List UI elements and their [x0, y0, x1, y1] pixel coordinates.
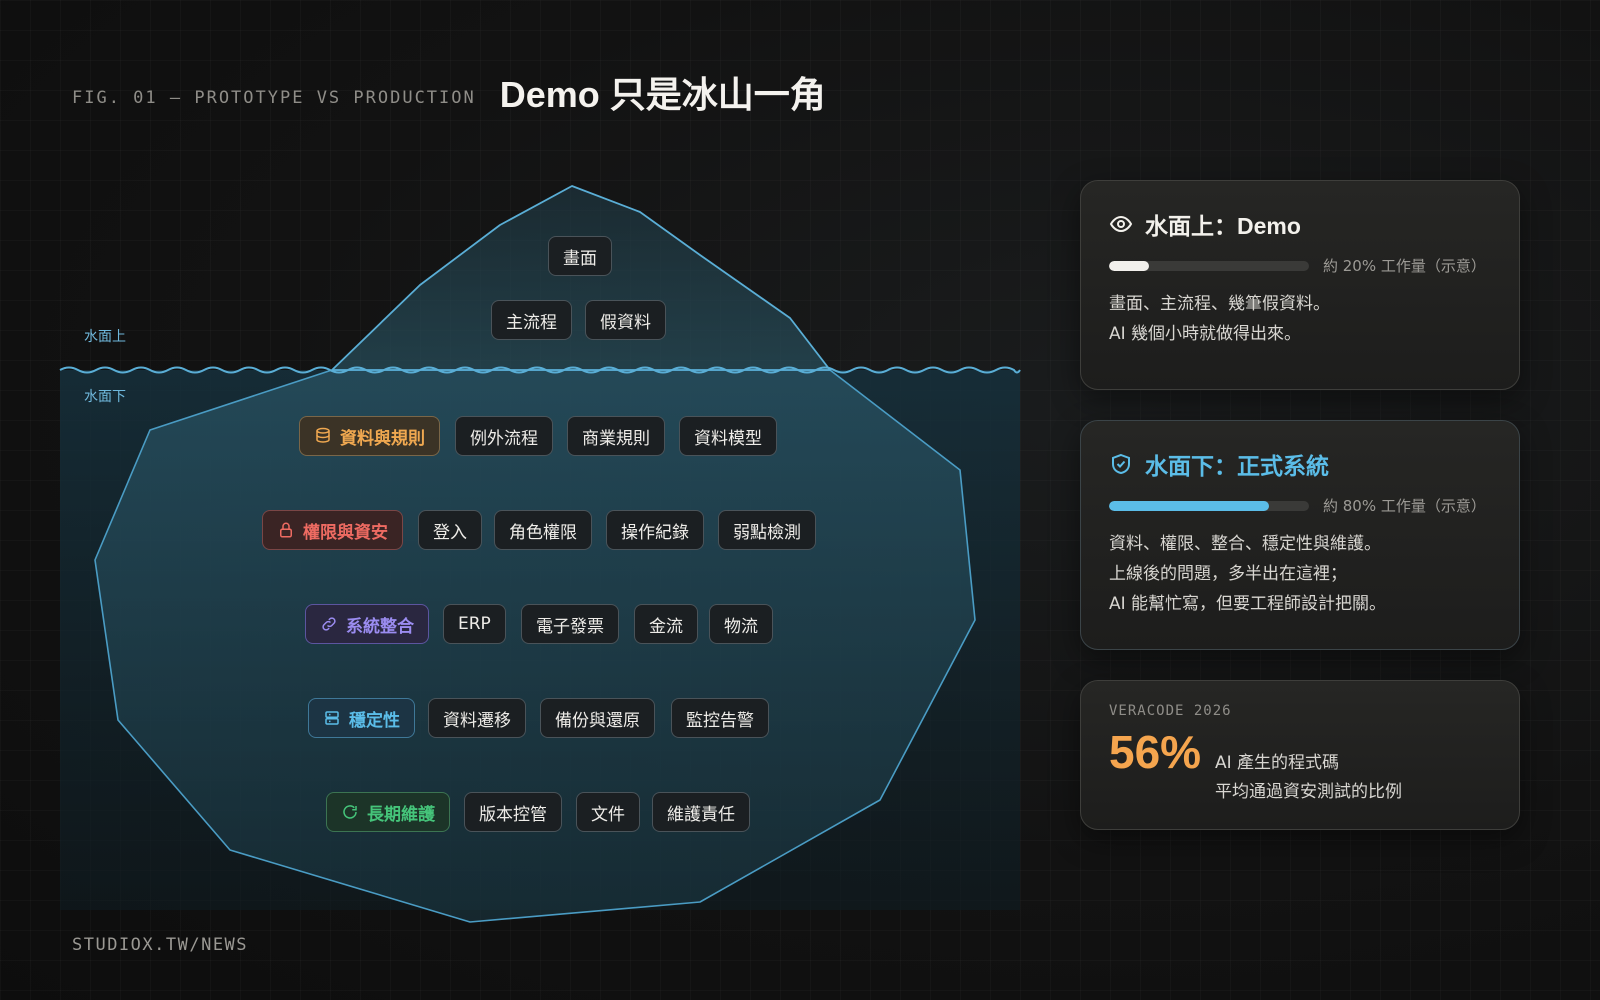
description-line: AI 能幫忙寫，但要工程師設計把關。: [1109, 594, 1387, 614]
chip-item: 登入: [418, 510, 482, 550]
progress-text: 約 20% 工作量（示意）: [1323, 257, 1486, 275]
category-label: 系統整合: [346, 616, 414, 637]
lock-icon: [280, 522, 292, 538]
description-line: 畫面、主流程、幾筆假資料。: [1109, 294, 1330, 314]
header: FIG. 01 — PROTOTYPE VS PRODUCTION Demo 只…: [72, 62, 826, 115]
chip-item: 商業規則: [567, 416, 665, 456]
card-description: 資料、權限、整合、穩定性與維護。 上線後的問題，多半出在這裡； AI 能幫忙寫，…: [1109, 529, 1386, 619]
progress-text: 約 80% 工作量（示意）: [1323, 497, 1486, 515]
progress-track: [1109, 500, 1309, 511]
chip-item: 維護責任: [652, 792, 750, 832]
category-label: 權限與資安: [303, 522, 388, 543]
card-description: 畫面、主流程、幾筆假資料。 AI 幾個小時就做得出來。: [1109, 289, 1330, 349]
description-line: AI 幾個小時就做得出來。: [1109, 324, 1302, 344]
card-header: 水面下：正式系統: [1109, 447, 1329, 481]
workload-progress: 約 20% 工作量（示意）: [1109, 255, 1486, 276]
page-title: Demo 只是冰山一角: [499, 74, 826, 115]
database-icon: [316, 427, 330, 443]
link-icon: [322, 617, 336, 631]
chip-item: 資料模型: [679, 416, 777, 456]
card-statistic: VERACODE 2026 56% AI 產生的程式碼 平均通過資安測試的比例: [1080, 680, 1520, 830]
chip-item: 文件: [576, 792, 640, 832]
stat-value: 56%: [1109, 726, 1202, 778]
below-water-label: 水面下: [84, 389, 126, 405]
stat-description: AI 產生的程式碼 平均通過資安測試的比例: [1215, 749, 1402, 807]
eye-icon: [1109, 215, 1133, 233]
card-title: 水面上：Demo: [1145, 213, 1301, 239]
workload-progress: 約 80% 工作量（示意）: [1109, 495, 1486, 516]
category-stability: 穩定性: [308, 698, 415, 738]
chip-item: 物流: [709, 604, 773, 644]
iceberg-below: [94, 369, 976, 923]
chip-item: 備份與還原: [540, 698, 655, 738]
chip-item: 角色權限: [494, 510, 592, 550]
chip-above-2: 主流程: [491, 300, 572, 340]
description-line: 資料、權限、整合、穩定性與維護。: [1109, 534, 1381, 554]
progress-fill: [1109, 500, 1269, 511]
figure-label: FIG. 01 — PROTOTYPE VS PRODUCTION: [72, 88, 476, 108]
shield-check-icon: [1112, 453, 1130, 475]
progress-fill: [1109, 260, 1149, 271]
chip-above-1: 畫面: [548, 236, 612, 276]
category-data-rules: 資料與規則: [299, 416, 440, 456]
chip-item: 操作紀錄: [606, 510, 704, 550]
category-label: 穩定性: [349, 710, 400, 731]
category-integration: 系統整合: [305, 604, 429, 644]
stat-source: VERACODE 2026: [1109, 703, 1232, 719]
category-maintenance: 長期維護: [326, 792, 450, 832]
chip-item: ERP: [443, 604, 506, 644]
above-water-label: 水面上: [84, 329, 126, 345]
chip-item: 資料遷移: [428, 698, 526, 738]
chip-item: 版本控管: [464, 792, 562, 832]
progress-track: [1109, 260, 1309, 271]
card-header: 水面上：Demo: [1109, 207, 1301, 241]
chip-above-3: 假資料: [585, 300, 666, 340]
chip-item: 監控告警: [671, 698, 769, 738]
card-below-water: 水面下：正式系統 約 80% 工作量（示意） 資料、權限、整合、穩定性與維護。 …: [1080, 420, 1520, 650]
description-line: AI 產生的程式碼: [1215, 753, 1340, 773]
chip-item: 金流: [634, 604, 698, 644]
chip-item: 弱點檢測: [718, 510, 816, 550]
category-label: 資料與規則: [340, 428, 425, 449]
server-icon: [325, 711, 339, 725]
footer-url: STUDIOX.TW/NEWS: [72, 935, 249, 955]
description-line: 上線後的問題，多半出在這裡；: [1109, 564, 1347, 584]
description-line: 平均通過資安測試的比例: [1215, 782, 1402, 802]
chip-item: 例外流程: [455, 416, 553, 456]
chip-item: 電子發票: [521, 604, 619, 644]
category-label: 長期維護: [367, 804, 435, 825]
water-line: [59, 366, 1021, 374]
card-above-water: 水面上：Demo 約 20% 工作量（示意） 畫面、主流程、幾筆假資料。 AI …: [1080, 180, 1520, 390]
iceberg-tip: [331, 185, 831, 371]
category-security: 權限與資安: [262, 510, 403, 550]
card-title: 水面下：正式系統: [1145, 453, 1329, 479]
refresh-icon: [343, 805, 357, 819]
